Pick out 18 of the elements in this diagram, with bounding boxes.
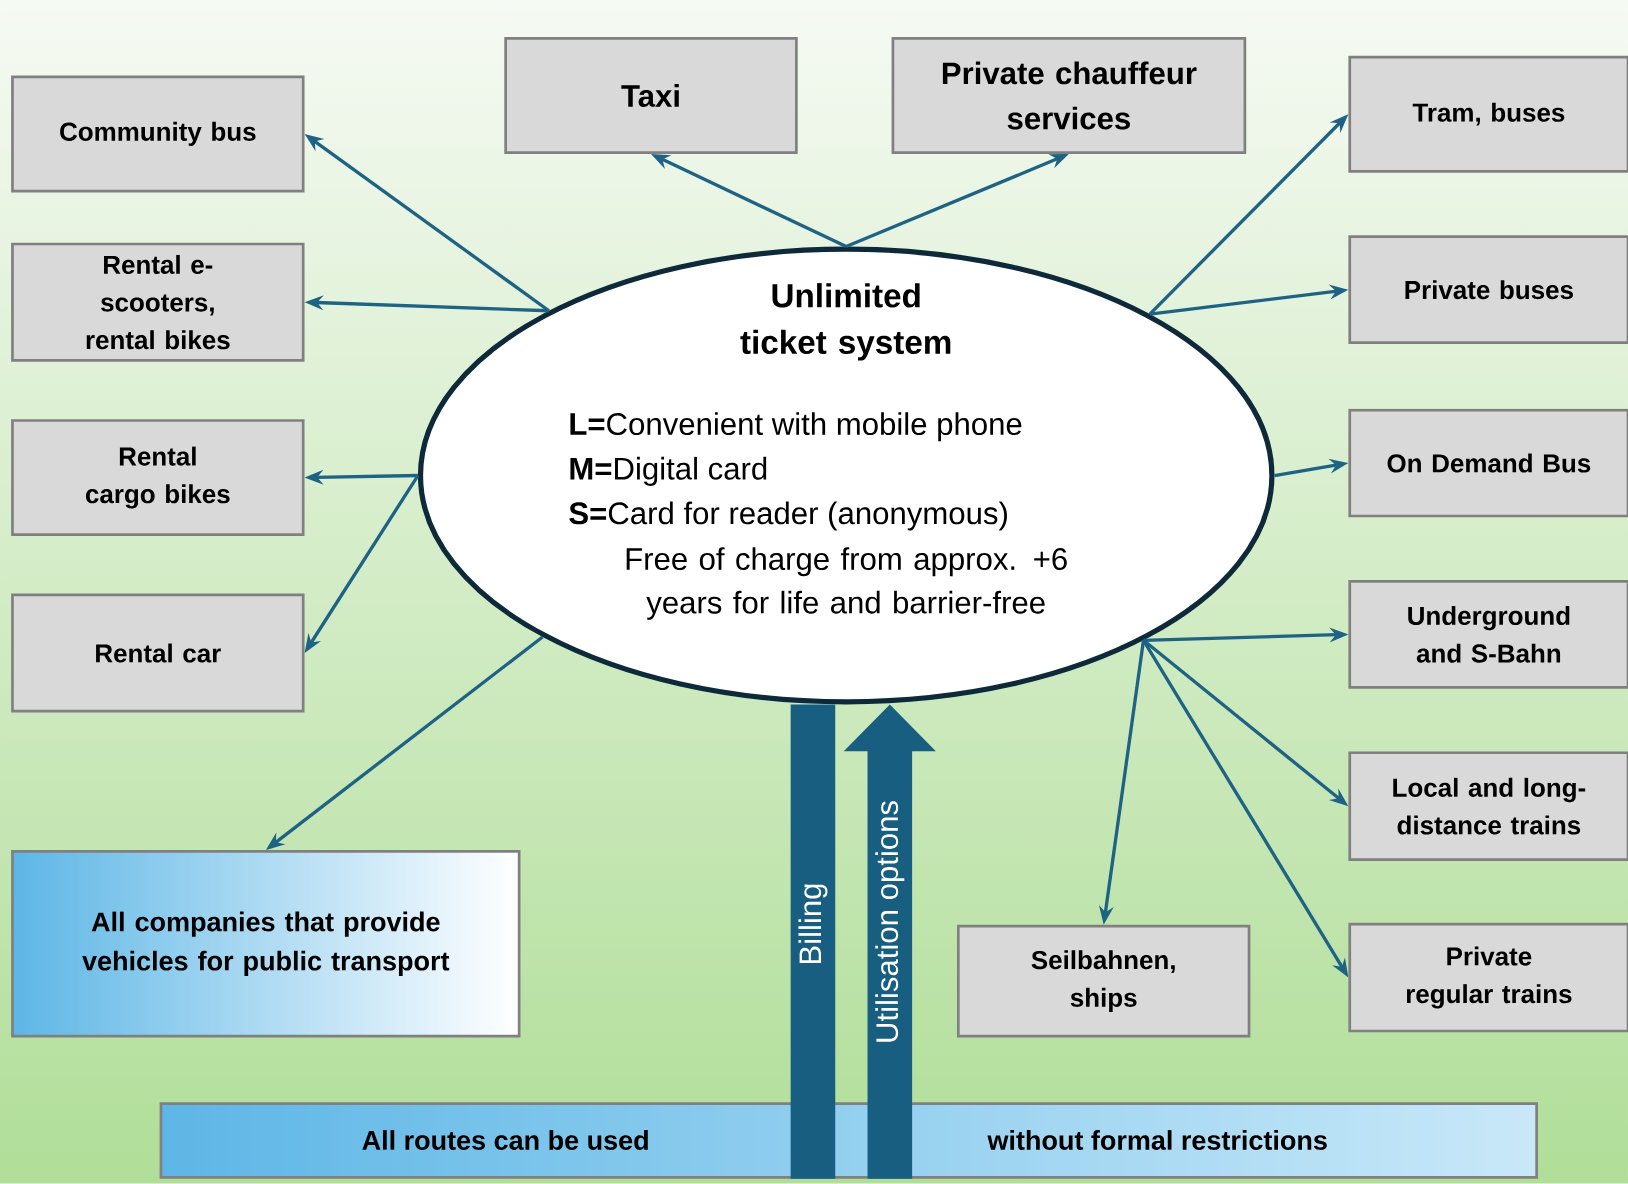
text-box: Rental cargo bikes xyxy=(11,419,305,537)
text-box: Rental e-scooters, rental bikes xyxy=(11,242,305,362)
text-box: Tram, buses xyxy=(1348,55,1628,173)
bar xyxy=(790,704,836,1179)
text-box: Underground and S-Bahn xyxy=(1348,580,1628,689)
text-box: Private buses xyxy=(1348,235,1628,345)
edge-label: Billing xyxy=(798,884,828,964)
text-box: Community bus xyxy=(11,75,305,193)
text-box: Rental car xyxy=(11,593,305,713)
text-box: Local and long-distance trains xyxy=(1348,751,1628,862)
text-box: Private regular trains xyxy=(1348,922,1628,1033)
text-box: Seilbahnen, ships xyxy=(957,924,1251,1038)
text-box: Taxi xyxy=(504,37,798,155)
text-box: All companies that provide vehicles for public transport xyxy=(11,850,521,1038)
route-band: All routes can be used without formal restrictions xyxy=(159,1102,1538,1179)
text-box: On Demand Bus xyxy=(1348,408,1628,518)
edge-label: Utilisation options xyxy=(875,801,905,1042)
text-box: Private chauffeur services xyxy=(891,37,1247,155)
